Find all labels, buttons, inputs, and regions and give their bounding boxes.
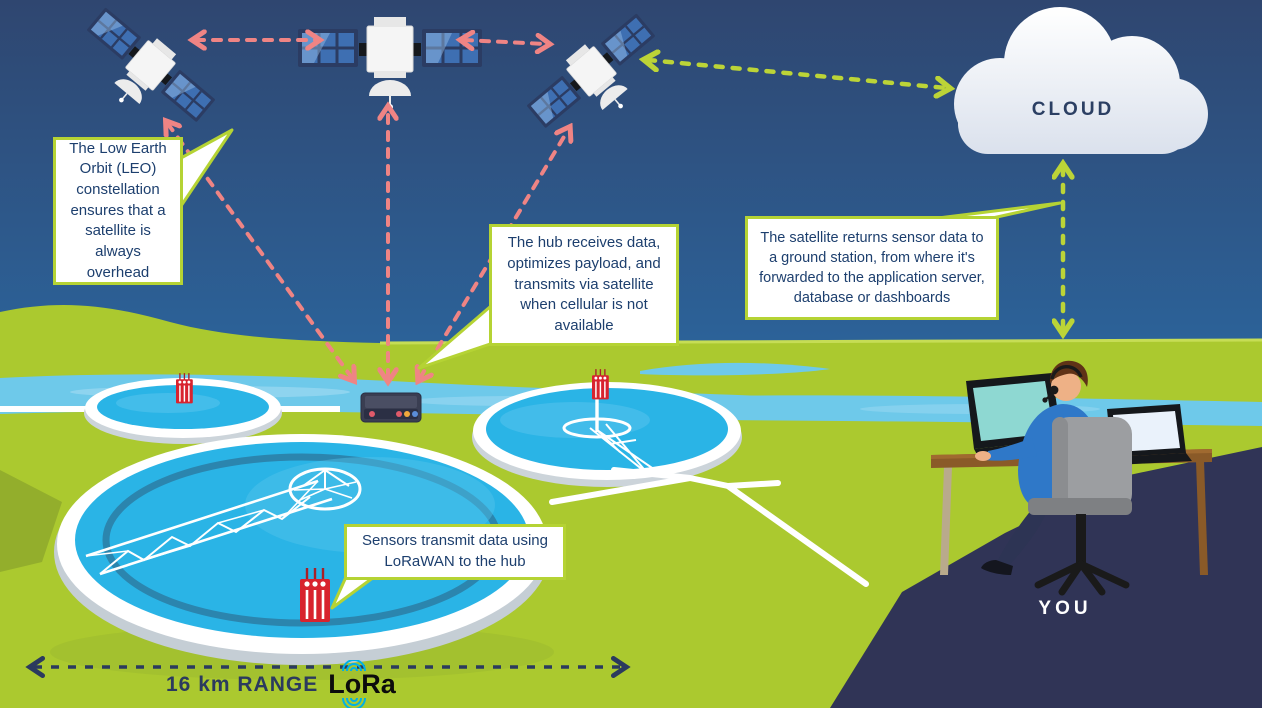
callout-leo-text: The Low Earth Orbit (LEO) constellation … [69,139,167,281]
callout-ground-station-text: The satellite returns sensor data to a g… [759,230,985,306]
callout-ground-station: The satellite returns sensor data to a g… [745,216,999,320]
hub-device [360,392,422,423]
lora-signal-top-icon [342,660,367,671]
bridge-truss [85,467,362,576]
clarifier-tank-large [54,434,550,665]
callout-sensors-text: Sensors transmit data using LoRaWAN to t… [362,532,548,570]
inter-satellite-link-arrow [464,40,546,44]
lora-signal-bottom-icon [342,698,367,708]
you-label: YOU [1038,598,1092,619]
range-label-row: 16 km RANGE LoRa [166,660,396,708]
cloud-label: CLOUD [1031,99,1115,120]
cloud-icon [954,7,1208,154]
pipe-junction [549,467,869,587]
callout-hub-text: The hub receives data, optimizes payload… [507,234,661,335]
backhaul-arrows [648,60,1063,330]
lora-logo: LoRa [328,660,396,708]
callout-leo: The Low Earth Orbit (LEO) constellation … [53,137,183,285]
office-chair [1028,417,1132,596]
lora-logo-text: LoRa [328,669,396,699]
callout-hub: The hub receives data, optimizes payload… [489,224,679,346]
range-label: 16 km RANGE [166,672,319,696]
clarifier-tank-small [84,372,282,444]
satellite-cloud-link-arrow [648,60,946,88]
clarifier-tank-right [472,368,742,487]
callout-sensors: Sensors transmit data using LoRaWAN to t… [344,524,566,580]
